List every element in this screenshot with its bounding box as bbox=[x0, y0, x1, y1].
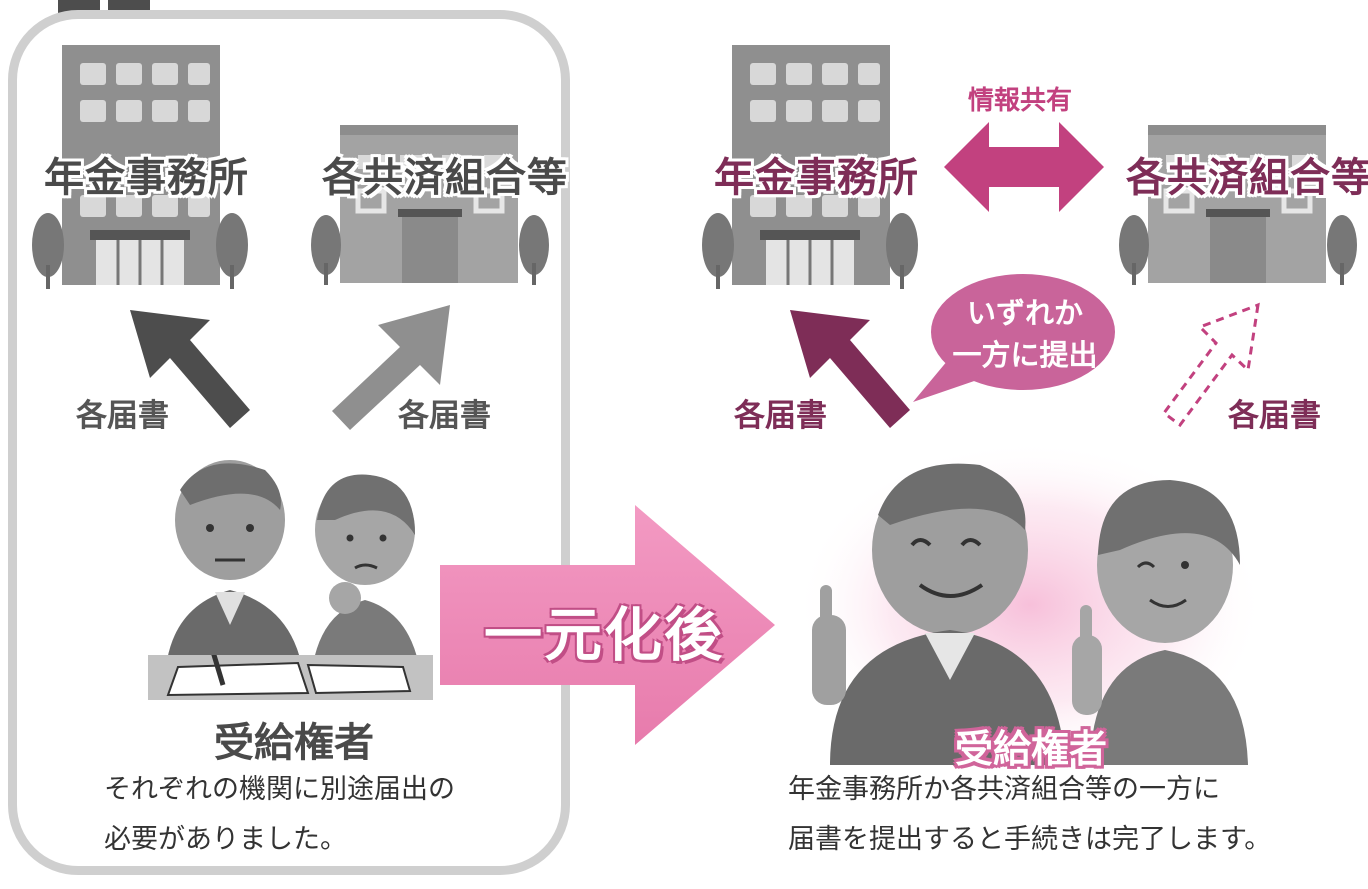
mutual-aid-building-icon bbox=[311, 125, 549, 285]
after-description-line-2: 届書を提出すると手続きは完了します。 bbox=[788, 824, 1272, 855]
dashed-arrow-to-mutual-icon bbox=[1161, 302, 1260, 428]
after-doc-label-left: 各届書 bbox=[734, 398, 827, 434]
double-arrow-icon bbox=[944, 122, 1104, 212]
before-doc-label-right: 各届書 bbox=[398, 398, 491, 434]
speech-bubble-icon bbox=[913, 274, 1115, 402]
after-arrow-to-office-icon bbox=[790, 310, 910, 428]
before-doc-label-left: 各届書 bbox=[76, 398, 169, 434]
after-description: 年金事務所か各共済組合等の一方に 届書を提出すると手続きは完了します。 bbox=[788, 765, 1271, 865]
bubble-text: いずれか 一方に提出 bbox=[950, 292, 1100, 376]
transition-arrow-icon bbox=[440, 505, 775, 745]
transition-label: 一元化後 bbox=[484, 601, 725, 669]
after-mutual-label: 各共済組合等 bbox=[1126, 155, 1368, 201]
arrow-to-office-icon bbox=[130, 310, 250, 428]
pension-office-building-icon bbox=[32, 45, 248, 289]
after-pension-office-building-icon bbox=[702, 45, 918, 289]
before-description-line-1: それぞれの機関に別途届出の bbox=[104, 774, 455, 805]
arrow-to-mutual-icon bbox=[332, 305, 450, 430]
before-description: それぞれの機関に別途届出の 必要がありました。 bbox=[104, 765, 455, 865]
after-mutual-aid-building-icon bbox=[1119, 125, 1357, 285]
bubble-line-1: いずれか bbox=[966, 296, 1083, 330]
before-recipient-label: 受給権者 bbox=[214, 720, 374, 766]
after-description-line-1: 年金事務所か各共済組合等の一方に bbox=[788, 774, 1220, 805]
desk-with-papers-icon bbox=[148, 655, 433, 700]
bubble-line-2: 一方に提出 bbox=[952, 338, 1098, 372]
after-office-label: 年金事務所 bbox=[714, 155, 919, 201]
after-doc-label-right: 各届書 bbox=[1228, 398, 1321, 434]
before-mutual-label: 各共済組合等 bbox=[322, 155, 568, 201]
info-share-label: 情報共有 bbox=[968, 86, 1073, 116]
happy-couple-illustration bbox=[795, 440, 1265, 765]
before-office-label: 年金事務所 bbox=[44, 155, 249, 201]
before-description-line-2: 必要がありました。 bbox=[104, 824, 347, 855]
after-recipient-label: 受給権者 bbox=[955, 727, 1108, 771]
